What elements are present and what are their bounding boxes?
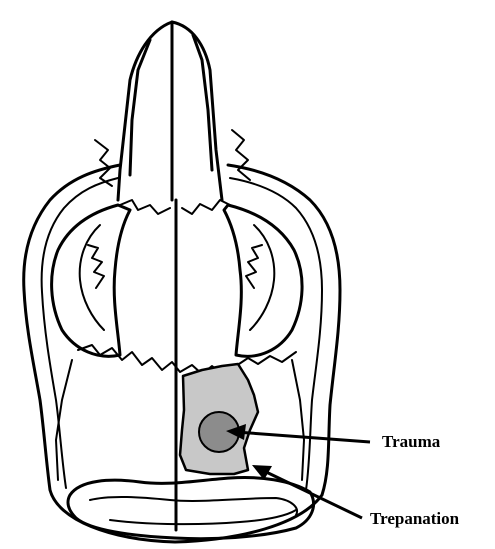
trauma-label: Trauma: [382, 432, 441, 451]
right-orbit: [224, 130, 302, 356]
nasal-bones: [118, 22, 222, 200]
trepanation-label: Trepanation: [370, 509, 460, 528]
occipital-outline: [68, 478, 314, 539]
frontal-suture-right: [182, 200, 230, 214]
